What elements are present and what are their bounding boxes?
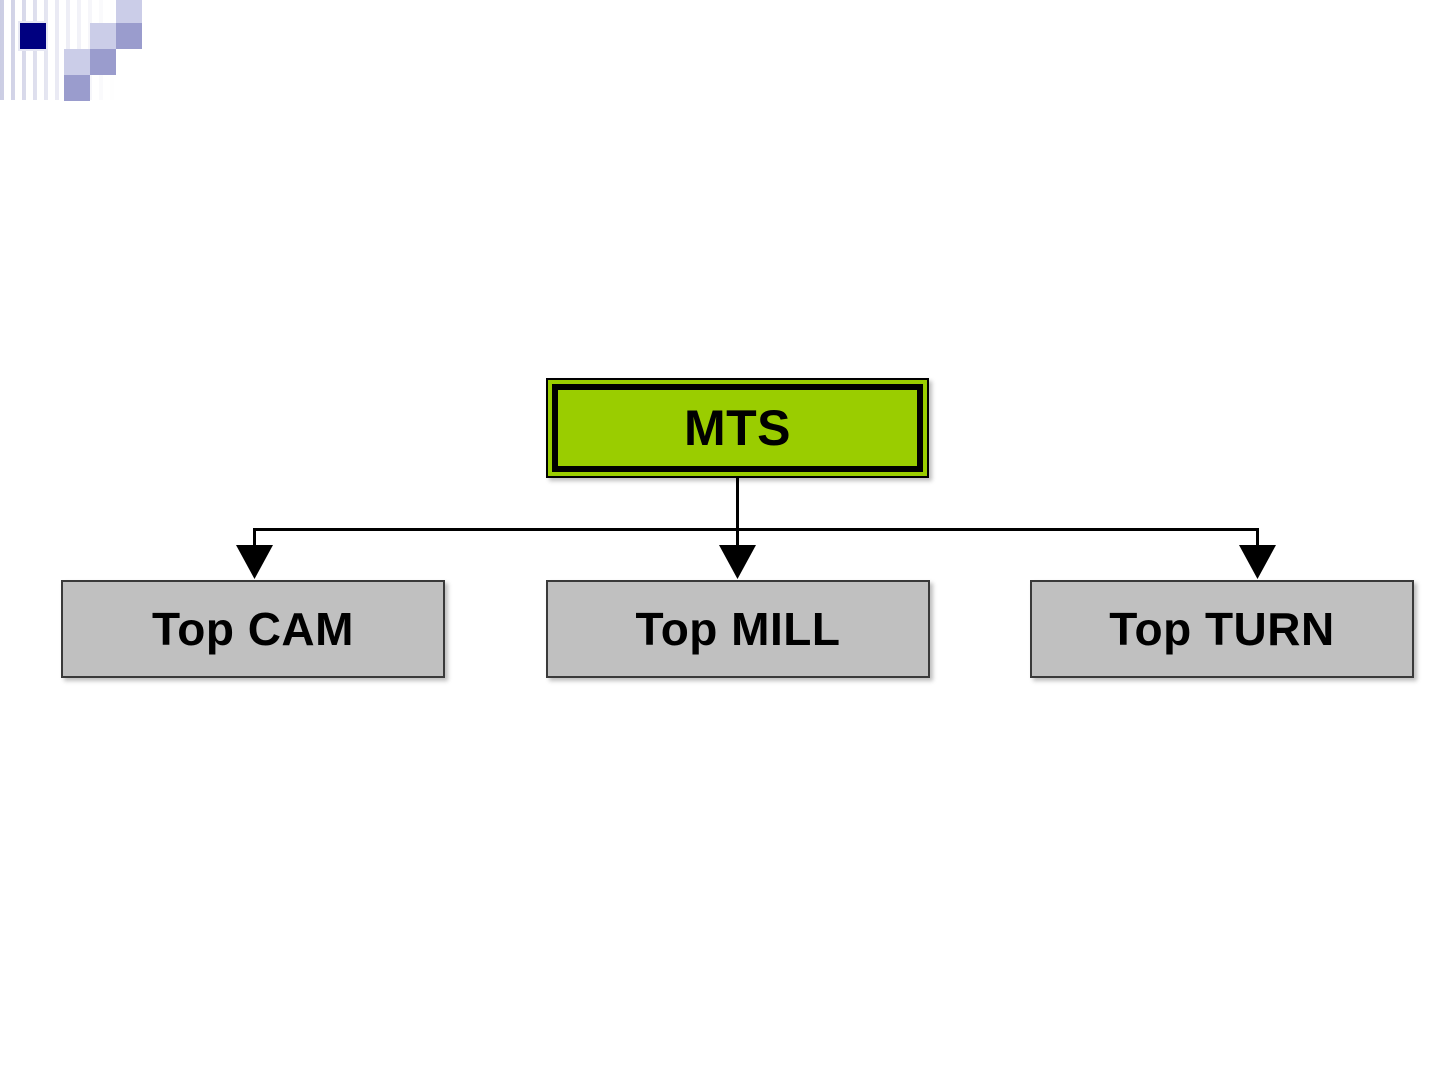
header-square-mid-3 (116, 23, 142, 49)
node-top-cam[interactable]: Top CAM (61, 580, 445, 678)
node-mts[interactable]: MTS (546, 378, 929, 478)
header-square-light-2 (90, 23, 116, 49)
header-square-light-3 (116, 0, 142, 26)
header-square-light-1 (64, 49, 90, 75)
node-mts-inner-border: MTS (552, 384, 923, 472)
header-square-mid-1 (64, 75, 90, 101)
node-mts-label: MTS (683, 400, 792, 456)
node-top-cam-label: Top CAM (152, 603, 354, 655)
decorative-header-band (0, 0, 1441, 101)
header-square-navy (20, 23, 46, 49)
node-top-mill[interactable]: Top MILL (546, 580, 930, 678)
node-top-turn[interactable]: Top TURN (1030, 580, 1414, 678)
header-square-mid-2 (90, 49, 116, 75)
header-streak-overlay (0, 28, 1441, 68)
node-top-turn-label: Top TURN (1109, 603, 1335, 655)
node-top-mill-label: Top MILL (635, 603, 841, 655)
